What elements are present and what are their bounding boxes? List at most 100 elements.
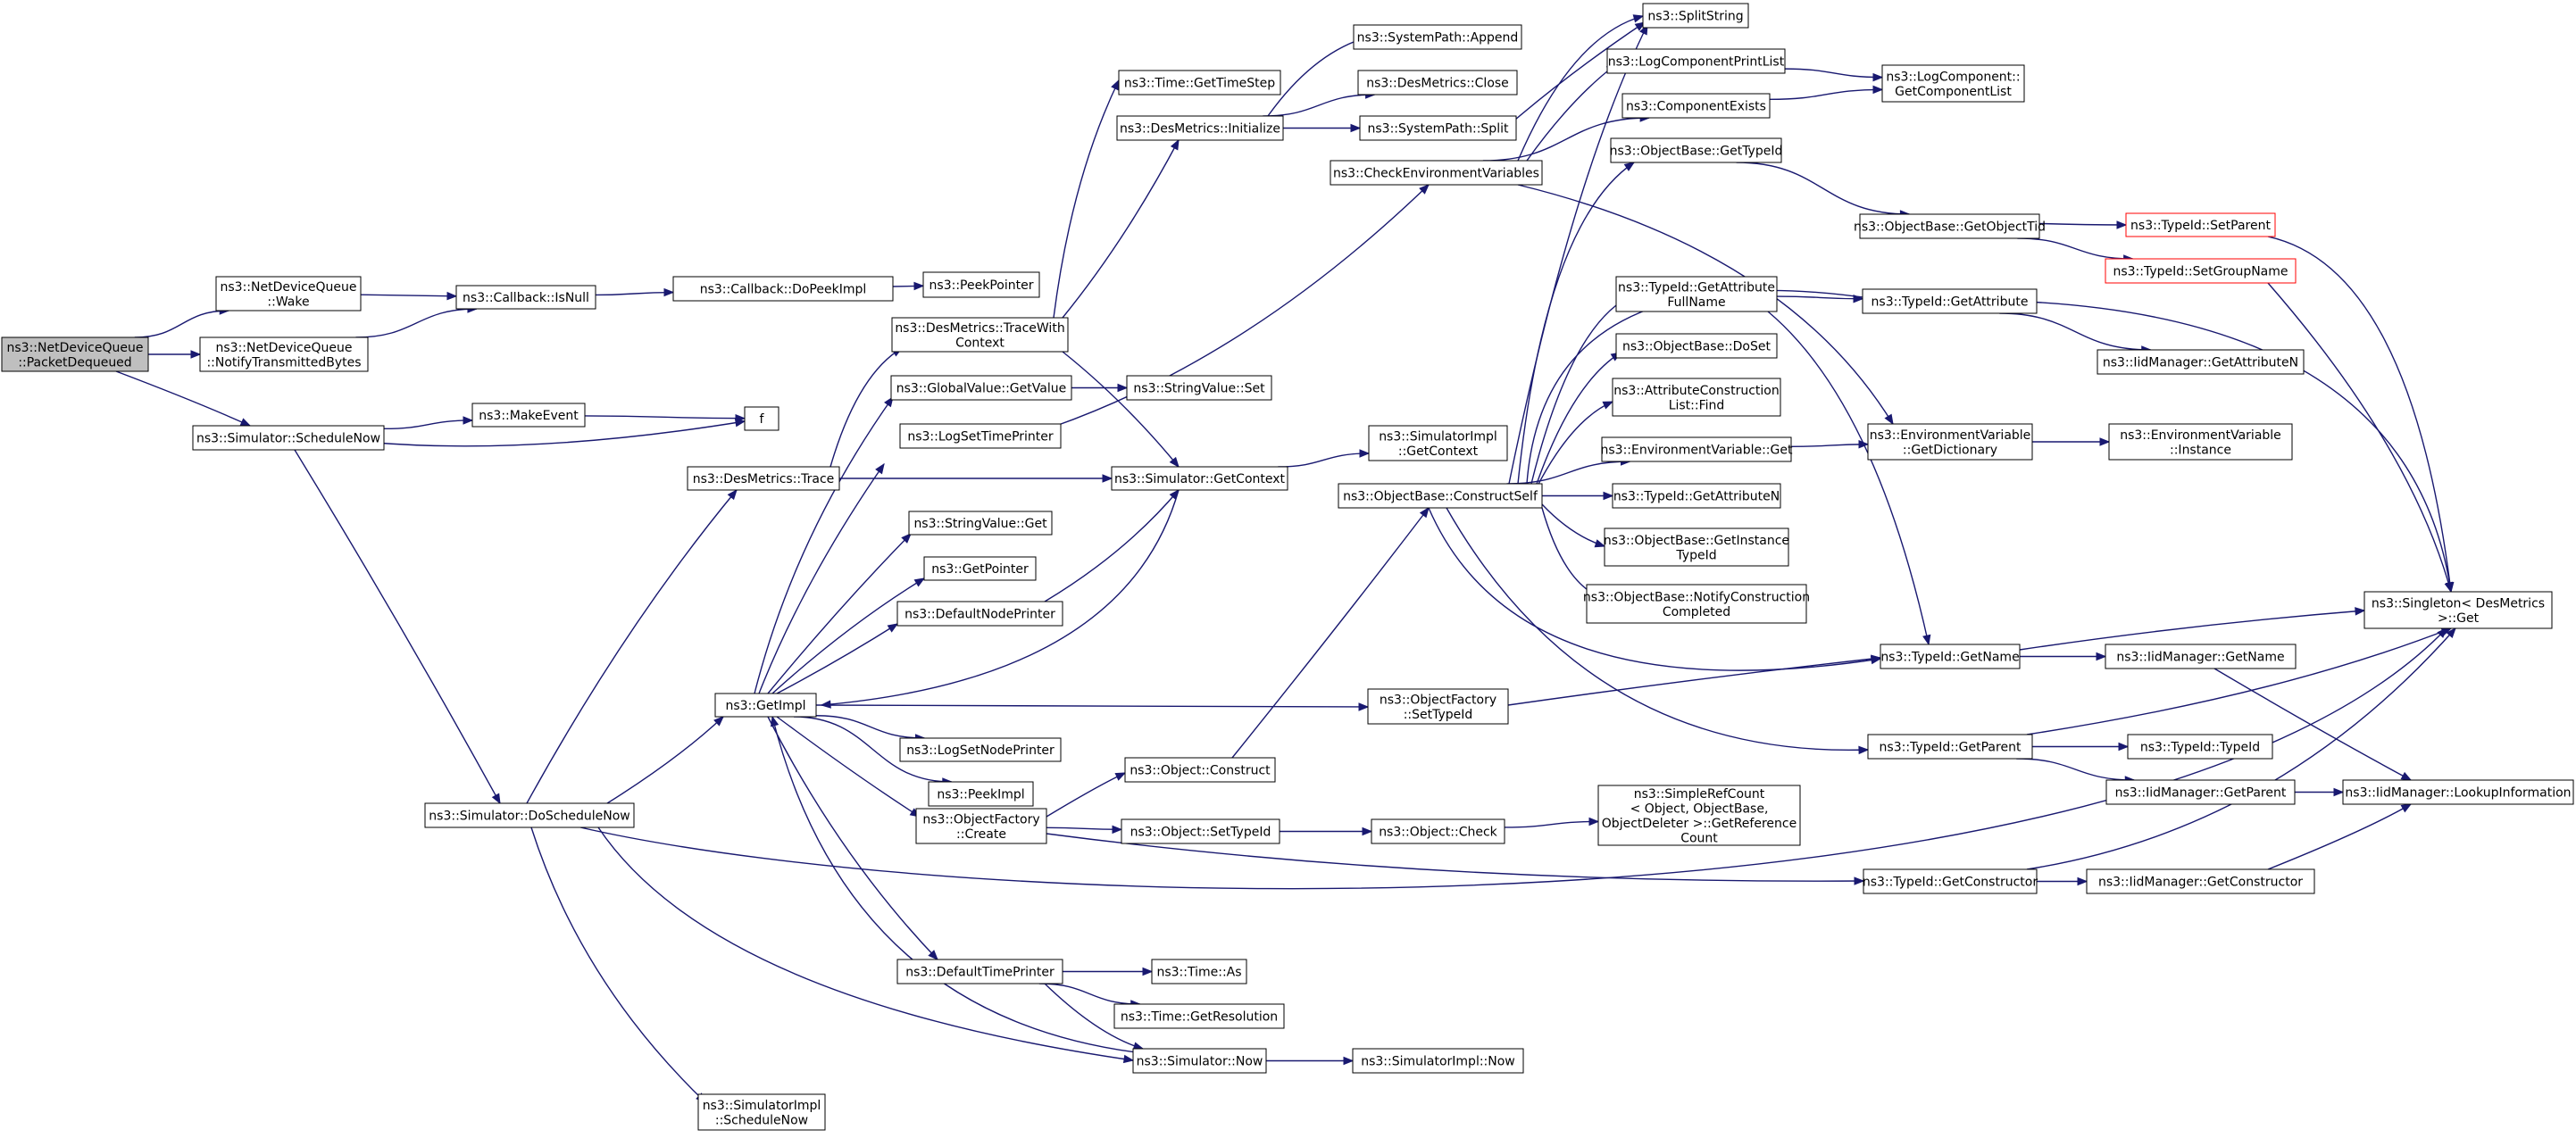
- node-logTime[interactable]: ns3::LogSetTimePrinter: [899, 423, 1062, 449]
- node-label: ns3::Object::SetTypeId: [1130, 826, 1271, 840]
- arrowhead: [727, 488, 738, 501]
- node-schedNow[interactable]: ns3::Simulator::ScheduleNow: [192, 425, 385, 451]
- node-obDoSet[interactable]: ns3::ObjectBase::DoSet: [1615, 333, 1778, 359]
- node-notify[interactable]: ns3::NetDeviceQueue::NotifyTransmittedBy…: [199, 336, 369, 372]
- node-box: [687, 466, 840, 491]
- node-desInit[interactable]: ns3::DesMetrics::Initialize: [1116, 115, 1284, 141]
- node-tidSetGroup[interactable]: ns3::TypeId::SetGroupName: [2105, 258, 2297, 284]
- edge-obConstructSelf-to-obGetTid: [1517, 162, 1636, 485]
- node-peekImpl[interactable]: ns3::PeekImpl: [928, 781, 1034, 807]
- node-logNode[interactable]: ns3::LogSetNodePrinter: [899, 737, 1062, 762]
- node-ofSetTid[interactable]: ns3::ObjectFactory::SetTypeId: [1367, 688, 1509, 725]
- node-simpleRef[interactable]: ns3::SimpleRefCount< Object, ObjectBase,…: [1597, 785, 1801, 846]
- node-label: ns3::TypeId::GetName: [1880, 651, 2019, 665]
- arrowhead: [1419, 506, 1430, 519]
- node-implNow[interactable]: ns3::SimulatorImpl::Now: [1352, 1048, 1524, 1074]
- arrowhead: [1634, 21, 1646, 31]
- node-logPrint[interactable]: ns3::LogComponentPrintList: [1606, 48, 1786, 74]
- edge-gvGet-to-svSet: [1071, 383, 1129, 393]
- node-tidSetParent[interactable]: ns3::TypeId::SetParent: [2125, 212, 2276, 237]
- edge-line: [1541, 503, 1605, 547]
- node-tidTypeId[interactable]: ns3::TypeId::TypeId: [2127, 734, 2273, 760]
- node-iidGetCons[interactable]: ns3::IidManager::GetConstructor: [2086, 868, 2315, 894]
- node-getPtr[interactable]: ns3::GetPointer: [923, 556, 1037, 581]
- node-singleton[interactable]: ns3::Singleton< DesMetrics>::Get: [2363, 591, 2553, 629]
- node-tidGetParent[interactable]: ns3::TypeId::GetParent: [1867, 734, 2033, 760]
- edge-ofSetTid-to-tidGetName: [1507, 654, 1882, 706]
- node-obConstructSelf[interactable]: ns3::ObjectBase::ConstructSelf: [1338, 483, 1543, 509]
- node-doPeek[interactable]: ns3::Callback::DoPeekImpl: [672, 276, 894, 302]
- node-label: ObjectDeleter >::GetReference: [1602, 817, 1797, 831]
- node-logCompList[interactable]: ns3::LogComponent::GetComponentList: [1881, 64, 2025, 103]
- node-label: ns3::SimulatorImpl: [703, 1099, 821, 1113]
- node-label: ns3::ObjectBase::GetInstance: [1604, 534, 1789, 548]
- node-label: f: [760, 412, 765, 427]
- node-obNotify[interactable]: ns3::ObjectBase::NotifyConstructionCompl…: [1583, 584, 1810, 624]
- node-spSplit[interactable]: ns3::SystemPath::Split: [1359, 115, 1517, 141]
- node-objCheck[interactable]: ns3::Object::Check: [1371, 818, 1505, 844]
- node-implGetCtx[interactable]: ns3::SimulatorImpl::GetContext: [1368, 425, 1508, 461]
- node-peekPtr[interactable]: ns3::PeekPointer: [922, 271, 1040, 298]
- node-spAppend[interactable]: ns3::SystemPath::Append: [1353, 24, 1522, 50]
- node-ofCreate[interactable]: ns3::ObjectFactory::Create: [915, 808, 1047, 844]
- node-box: [1353, 24, 1522, 50]
- arrowhead: [1111, 79, 1120, 91]
- edge-getImpl-to-ofSetTid: [815, 702, 1370, 711]
- node-box: [908, 511, 1053, 536]
- arrowhead: [1170, 138, 1180, 151]
- edge-line: [1784, 68, 1883, 79]
- node-f[interactable]: f: [744, 406, 779, 431]
- node-defTime[interactable]: ns3::DefaultTimePrinter: [896, 959, 1063, 984]
- node-iidGetName[interactable]: ns3::IidManager::GetName: [2105, 644, 2297, 669]
- node-splitStr[interactable]: ns3::SplitString: [1642, 3, 1749, 29]
- node-svSet[interactable]: ns3::StringValue::Set: [1126, 375, 1272, 401]
- node-desClose[interactable]: ns3::DesMetrics::Close: [1357, 70, 1518, 96]
- node-tidGetName[interactable]: ns3::TypeId::GetName: [1880, 644, 2021, 669]
- node-tidAttrN[interactable]: ns3::TypeId::GetAttributeN: [1612, 483, 1781, 509]
- node-checkEnv[interactable]: ns3::CheckEnvironmentVariables: [1330, 160, 1543, 186]
- node-implSched[interactable]: ns3::SimulatorImpl::ScheduleNow: [697, 1093, 826, 1131]
- node-compExists[interactable]: ns3::ComponentExists: [1621, 93, 1771, 119]
- node-envDict[interactable]: ns3::EnvironmentVariable::GetDictionary: [1867, 423, 2033, 461]
- node-simNow[interactable]: ns3::Simulator::Now: [1132, 1048, 1267, 1074]
- node-simGetCtx[interactable]: ns3::Simulator::GetContext: [1111, 466, 1288, 491]
- node-getTimeStep[interactable]: ns3::Time::GetTimeStep: [1118, 70, 1281, 96]
- node-obGetOTid[interactable]: ns3::ObjectBase::GetObjectTid: [1854, 213, 2046, 239]
- node-obGetTid[interactable]: ns3::ObjectBase::GetTypeId: [1610, 137, 1783, 163]
- edge-makeEvent-to-f: [584, 413, 746, 423]
- node-timeAs[interactable]: ns3::Time::As: [1151, 959, 1247, 984]
- node-gvGet[interactable]: ns3::GlobalValue::GetValue: [890, 375, 1072, 401]
- node-doSched[interactable]: ns3::Simulator::DoScheduleNow: [424, 802, 635, 828]
- node-defNode[interactable]: ns3::DefaultNodePrinter: [896, 601, 1063, 627]
- node-iidAttrN[interactable]: ns3::IidManager::GetAttributeN: [2097, 349, 2305, 375]
- node-iidGetParent[interactable]: ns3::IidManager::GetParent: [2105, 779, 2296, 805]
- node-label: ns3::Object::Check: [1379, 826, 1497, 840]
- node-iidLookup[interactable]: ns3::IidManager::LookupInformation: [2342, 779, 2574, 805]
- node-envGet[interactable]: ns3::EnvironmentVariable::Get: [1601, 436, 1793, 462]
- node-envInst[interactable]: ns3::EnvironmentVariable::Instance: [2108, 423, 2293, 461]
- node-tidGetAttr[interactable]: ns3::TypeId::GetAttribute: [1862, 288, 2038, 314]
- node-wake[interactable]: ns3::NetDeviceQueue::Wake: [215, 276, 362, 311]
- node-getImpl[interactable]: ns3::GetImpl: [714, 693, 817, 718]
- node-desTrace[interactable]: ns3::DesMetrics::Trace: [687, 466, 840, 491]
- arrowhead: [2446, 627, 2456, 639]
- node-objConstruct[interactable]: ns3::Object::Construct: [1124, 757, 1276, 783]
- node-objSetTid[interactable]: ns3::Object::SetTypeId: [1121, 818, 1280, 844]
- node-tidGetCons[interactable]: ns3::TypeId::GetConstructor: [1863, 868, 2038, 894]
- node-makeEvent[interactable]: ns3::MakeEvent: [471, 403, 586, 428]
- node-label: ns3::MakeEvent: [479, 409, 579, 423]
- edge-line: [1044, 489, 1180, 602]
- node-box: [1859, 213, 2040, 239]
- node-svGet[interactable]: ns3::StringValue::Get: [908, 511, 1053, 536]
- node-label: ns3::LogSetTimePrinter: [907, 430, 1054, 444]
- node-timeRes[interactable]: ns3::Time::GetResolution: [1113, 1003, 1285, 1029]
- arrowhead: [913, 577, 926, 587]
- node-label: ns3::IidManager::GetConstructor: [2098, 876, 2303, 890]
- node-root[interactable]: ns3::NetDeviceQueue::PacketDequeued: [1, 336, 149, 372]
- node-box: [1132, 1048, 1267, 1074]
- node-isNull[interactable]: ns3::Callback::IsNull: [455, 285, 596, 310]
